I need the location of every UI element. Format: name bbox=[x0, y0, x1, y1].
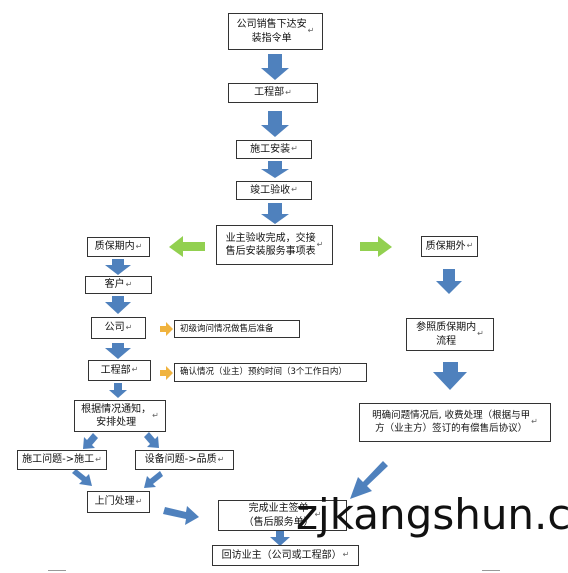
arrow-in-warranty-to-customer bbox=[105, 259, 131, 275]
node-equipment-issue: 设备问题->品质↵ bbox=[135, 450, 234, 470]
arrow-paid-to-signoff bbox=[350, 461, 388, 499]
arrow-refer-to-paid bbox=[433, 362, 467, 390]
node-company: 公司↵ bbox=[91, 317, 146, 339]
arrow-signoff-to-revisit bbox=[270, 531, 290, 546]
arrow-handover-to-out-warranty bbox=[360, 236, 392, 257]
note-initial-inquiry: 初级询问情况做售后准备 bbox=[174, 320, 300, 338]
arrow-install-to-acceptance bbox=[261, 161, 289, 178]
node-engineering-dept-2: 工程部↵ bbox=[88, 360, 151, 381]
arrow-construction-to-onsite bbox=[72, 469, 92, 486]
arrow-out-warranty-to-refer bbox=[436, 269, 462, 294]
arrow-engineering2-to-notify bbox=[109, 383, 127, 398]
page-corner-mark-left bbox=[48, 570, 66, 571]
arrow-acceptance-to-handover bbox=[261, 203, 289, 224]
arrow-onsite-to-signoff bbox=[163, 506, 199, 525]
node-revisit-owner: 回访业主（公司或工程部）↵ bbox=[212, 545, 359, 566]
arrow-handover-to-in-warranty bbox=[169, 236, 205, 257]
node-in-warranty: 质保期内↵ bbox=[87, 237, 150, 257]
node-installation: 施工安装↵ bbox=[236, 140, 312, 159]
node-paid-service: 明确问题情况后, 收费处理（根据与甲 方（业主方）签订的有偿售后协议）↵ bbox=[359, 403, 551, 442]
node-sales-order: 公司销售下达安 装指令单↵ bbox=[228, 13, 323, 50]
node-onsite-handling: 上门处理↵ bbox=[87, 491, 150, 513]
node-refer-process: 参照质保期内 流程↵ bbox=[406, 318, 494, 351]
node-engineering-dept: 工程部↵ bbox=[228, 83, 318, 103]
arrow-company-to-engineering2 bbox=[105, 343, 131, 359]
node-construction-issue: 施工问题->施工↵ bbox=[17, 450, 107, 470]
arrow-customer-to-company bbox=[105, 296, 131, 314]
arrow-company-to-note bbox=[160, 322, 173, 336]
arrow-engineering-to-install bbox=[261, 111, 289, 137]
node-customer: 客户↵ bbox=[85, 276, 152, 294]
arrow-equipment-to-onsite bbox=[144, 471, 163, 488]
arrow-engineering2-to-note bbox=[160, 366, 173, 380]
watermark-text: zjkangshun.c bbox=[296, 490, 568, 539]
note-confirm-appointment: 确认情况（业主）预约时间（3个工作日内） bbox=[174, 363, 367, 382]
node-acceptance: 竣工验收↵ bbox=[236, 181, 312, 200]
node-owner-signoff: 完成业主签单 （售后服务单）↵ bbox=[218, 500, 347, 531]
arrow-notify-to-construction bbox=[83, 433, 98, 449]
arrow-notify-to-equipment bbox=[144, 432, 159, 448]
node-handover: 业主验收完成，交接 售后安装服务事项表↵ bbox=[216, 225, 333, 265]
node-out-warranty: 质保期外↵ bbox=[421, 236, 478, 257]
arrow-order-to-engineering bbox=[261, 54, 289, 80]
page-corner-mark-right bbox=[482, 570, 500, 571]
node-notify-arrange: 根据情况通知， 安排处理↵ bbox=[74, 400, 166, 432]
